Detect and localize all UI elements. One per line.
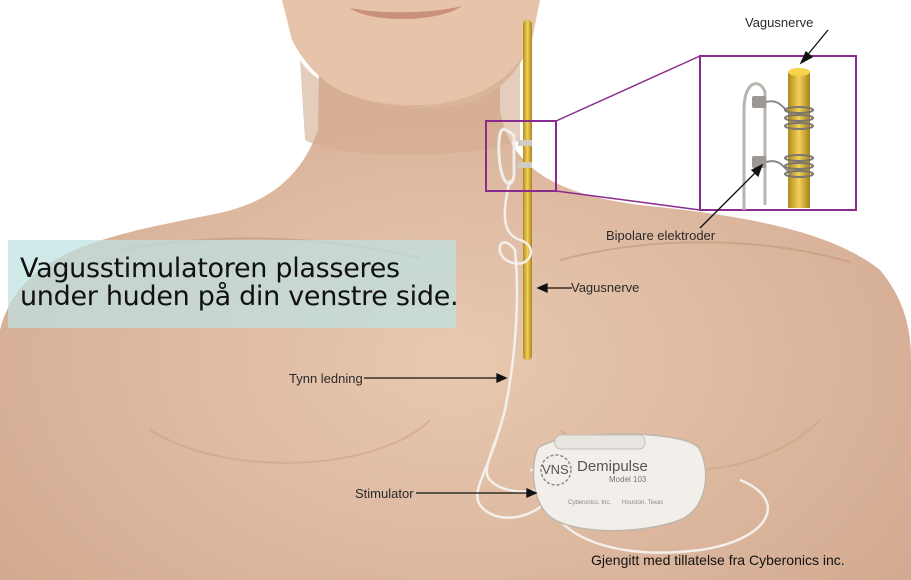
label-vagusnerve-mid: Vagusnerve: [571, 280, 639, 295]
label-vagusnerve-top: Vagusnerve: [745, 15, 813, 30]
device-maker: Cyberonics, Inc.: [568, 500, 611, 506]
device-name: Demipulse: [577, 458, 648, 475]
device-brand: VNS: [542, 462, 569, 477]
callout-line-2: under huden på din venstre side.: [20, 282, 458, 312]
zoom-line-top: [556, 56, 700, 121]
zoom-detail-frame: [700, 56, 856, 210]
label-stimulator: Stimulator: [355, 486, 414, 501]
label-lead: Tynn ledning: [289, 371, 363, 386]
label-bipolar-electrodes: Bipolare elektroder: [606, 228, 715, 243]
callout-box: Vagusstimulatoren plasseres under huden …: [8, 240, 456, 328]
device-model: Model 103: [609, 475, 646, 484]
credit-line: Gjengitt med tillatelse fra Cyberonics i…: [591, 552, 845, 568]
callout-line-1: Vagusstimulatoren plasseres: [20, 254, 400, 284]
device-city: Houston, Texas: [622, 500, 663, 506]
